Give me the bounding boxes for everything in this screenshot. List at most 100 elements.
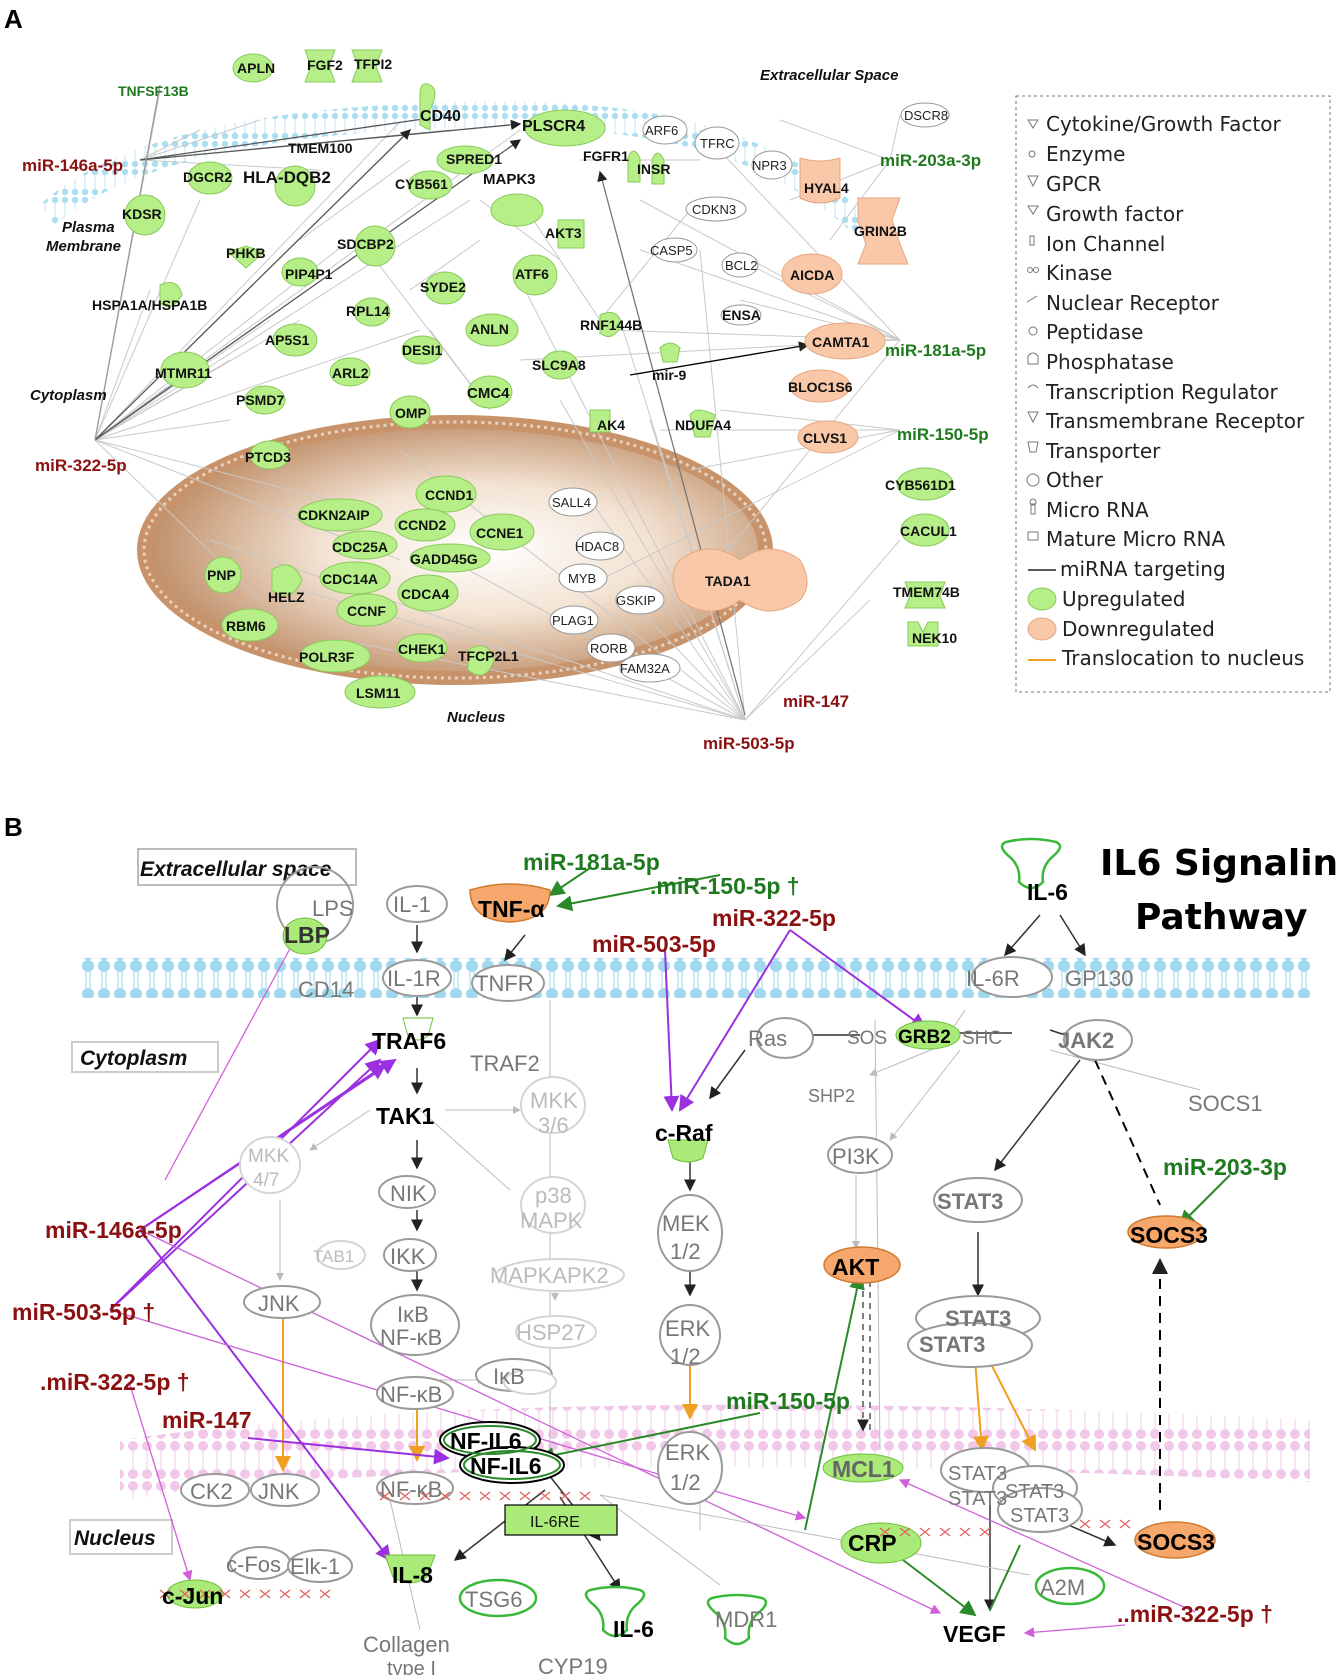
node-label: IL-6R bbox=[966, 966, 1020, 991]
node-label: 3/6 bbox=[538, 1113, 569, 1138]
gene-label: CYB561D1 bbox=[885, 477, 956, 493]
gene-label: TADA1 bbox=[705, 573, 751, 589]
gene-label: FGF2 bbox=[307, 57, 343, 73]
mirna-label: .miR-322-5p † bbox=[40, 1369, 190, 1395]
gene-label: OMP bbox=[395, 405, 427, 421]
gene-label: POLR3F bbox=[299, 649, 355, 665]
gene-label: RBM6 bbox=[226, 618, 266, 634]
gene-label: PTCD3 bbox=[245, 449, 291, 465]
gene-label: DESI1 bbox=[402, 342, 443, 358]
mirna-label: miR-147 bbox=[162, 1407, 251, 1433]
node-label: IκB bbox=[493, 1364, 525, 1389]
gene-label: MTMR11 bbox=[155, 365, 212, 381]
mirna-label: miR-150-5p bbox=[897, 425, 989, 444]
node-label: GP130 bbox=[1065, 966, 1134, 991]
gene-label: HYAL4 bbox=[804, 180, 849, 196]
down-nodes-a bbox=[672, 157, 909, 612]
node-label: SHP2 bbox=[808, 1086, 855, 1106]
node-label: p38 bbox=[535, 1183, 572, 1208]
gene-label: AICDA bbox=[790, 267, 834, 283]
gene-label: HLA-DQB2 bbox=[243, 168, 331, 187]
legend-item: Mature Micro RNA bbox=[1046, 527, 1226, 551]
pathway-title: IL6 Signaling bbox=[1100, 843, 1336, 884]
mirna-label: miR-150-5p bbox=[726, 1388, 850, 1414]
node-label: MAPKAPK2 bbox=[490, 1263, 609, 1288]
gene-label: CYB561 bbox=[395, 176, 448, 192]
gene-label: SALL4 bbox=[552, 495, 591, 510]
node-label: type I bbox=[387, 1658, 436, 1675]
legend-item: Transmembrane Receptor bbox=[1045, 409, 1305, 433]
gene-label: CCND2 bbox=[398, 517, 446, 533]
node-label: c-Fos bbox=[226, 1552, 281, 1577]
gene-label: MYB bbox=[568, 571, 596, 586]
node-label: 1/2 bbox=[670, 1344, 701, 1369]
gene-label: CACUL1 bbox=[900, 523, 957, 539]
node-label: c-Raf bbox=[655, 1120, 713, 1146]
gene-label: CD40 bbox=[420, 108, 461, 125]
node-label: CK2 bbox=[190, 1479, 233, 1504]
mirna-label: ..miR-322-5p † bbox=[1117, 1601, 1273, 1627]
gene-label: TFRC bbox=[700, 136, 735, 151]
gray-nodes-b bbox=[180, 866, 1133, 1583]
node-label: CRP bbox=[848, 1530, 897, 1556]
node-label: c-Jun bbox=[162, 1583, 223, 1609]
gene-label: PIP4P1 bbox=[285, 266, 333, 282]
node-label: 1/2 bbox=[670, 1239, 701, 1264]
gene-label: DGCR2 bbox=[183, 169, 232, 185]
node-label: TAK1 bbox=[376, 1103, 435, 1129]
node-label: NF-IL6 bbox=[470, 1453, 542, 1479]
gene-label: CDC14A bbox=[322, 571, 378, 587]
legend-item: Other bbox=[1046, 468, 1104, 492]
gene-label: NPR3 bbox=[752, 158, 787, 173]
gene-label: RPL14 bbox=[346, 303, 390, 319]
gene-label: CHEK1 bbox=[398, 641, 446, 657]
gene-label: APLN bbox=[237, 60, 275, 76]
gene-label: CDC25A bbox=[332, 539, 388, 555]
node-label: 4/7 bbox=[253, 1170, 279, 1191]
gene-label: ARL2 bbox=[332, 365, 369, 381]
node-label: A2M bbox=[1040, 1575, 1085, 1600]
gene-label: PSMD7 bbox=[236, 392, 284, 408]
gene-labels-a: TNFSF13B APLN FGF2 TFPI2 CD40 PLSCR4 TME… bbox=[92, 56, 960, 701]
gene-label: HDAC8 bbox=[575, 539, 619, 554]
node-label: STAT3 bbox=[1005, 1481, 1064, 1503]
loc-nucleus-a: Nucleus bbox=[447, 709, 505, 726]
panel-b-letter: B bbox=[4, 812, 23, 842]
plasma-membrane-b bbox=[82, 958, 1312, 998]
gene-label: CLVS1 bbox=[803, 430, 847, 446]
gene-label: BLOC1S6 bbox=[788, 379, 853, 395]
node-label: NF-IL6 bbox=[450, 1428, 522, 1454]
node-label: VEGF bbox=[943, 1621, 1006, 1647]
gene-label: CCNE1 bbox=[476, 525, 524, 541]
legend-item: Growth factor bbox=[1046, 202, 1184, 226]
node-label: Elk-1 bbox=[290, 1554, 340, 1579]
loc-nucleus-b: Nucleus bbox=[74, 1527, 156, 1550]
mirna-label: miR-203-3p bbox=[1163, 1154, 1287, 1180]
legend-item: Nuclear Receptor bbox=[1046, 291, 1220, 315]
node-label: AKT bbox=[832, 1254, 879, 1280]
node-label: JNK bbox=[258, 1291, 300, 1316]
gene-label: CDCA4 bbox=[401, 586, 449, 602]
node-label: PI3K bbox=[832, 1144, 880, 1169]
mirna-label: miR-203a-3p bbox=[880, 151, 981, 170]
legend-item: miRNA targeting bbox=[1060, 557, 1226, 581]
mirna-label: miR-322-5p bbox=[35, 456, 127, 475]
gene-label: mir-9 bbox=[652, 367, 686, 383]
pathway-title-2: Pathway bbox=[1135, 897, 1307, 938]
panel-a: A bbox=[4, 4, 1331, 753]
gene-label: SDCBP2 bbox=[337, 236, 394, 252]
node-label: MKK bbox=[530, 1088, 578, 1113]
legend-item: Kinase bbox=[1046, 261, 1112, 285]
node-label: IκB bbox=[397, 1302, 429, 1327]
legend-item: Enzyme bbox=[1046, 142, 1125, 166]
gene-label: CDKN2AIP bbox=[298, 507, 370, 523]
node-label: SHC bbox=[962, 1028, 1002, 1049]
node-label: TSG6 bbox=[465, 1587, 522, 1612]
mirna-label: miR-146a-5p bbox=[45, 1217, 182, 1243]
mirna-label: miR-503-5p † bbox=[12, 1299, 155, 1325]
gene-label: SPRED1 bbox=[446, 151, 502, 167]
gene-label: AP5S1 bbox=[265, 332, 310, 348]
legend-a: Cytokine/Growth Factor Enzyme GPCR Growt… bbox=[1015, 95, 1331, 693]
mirna-label: miR-322-5p bbox=[712, 905, 836, 931]
legend-item: Downregulated bbox=[1062, 617, 1215, 641]
